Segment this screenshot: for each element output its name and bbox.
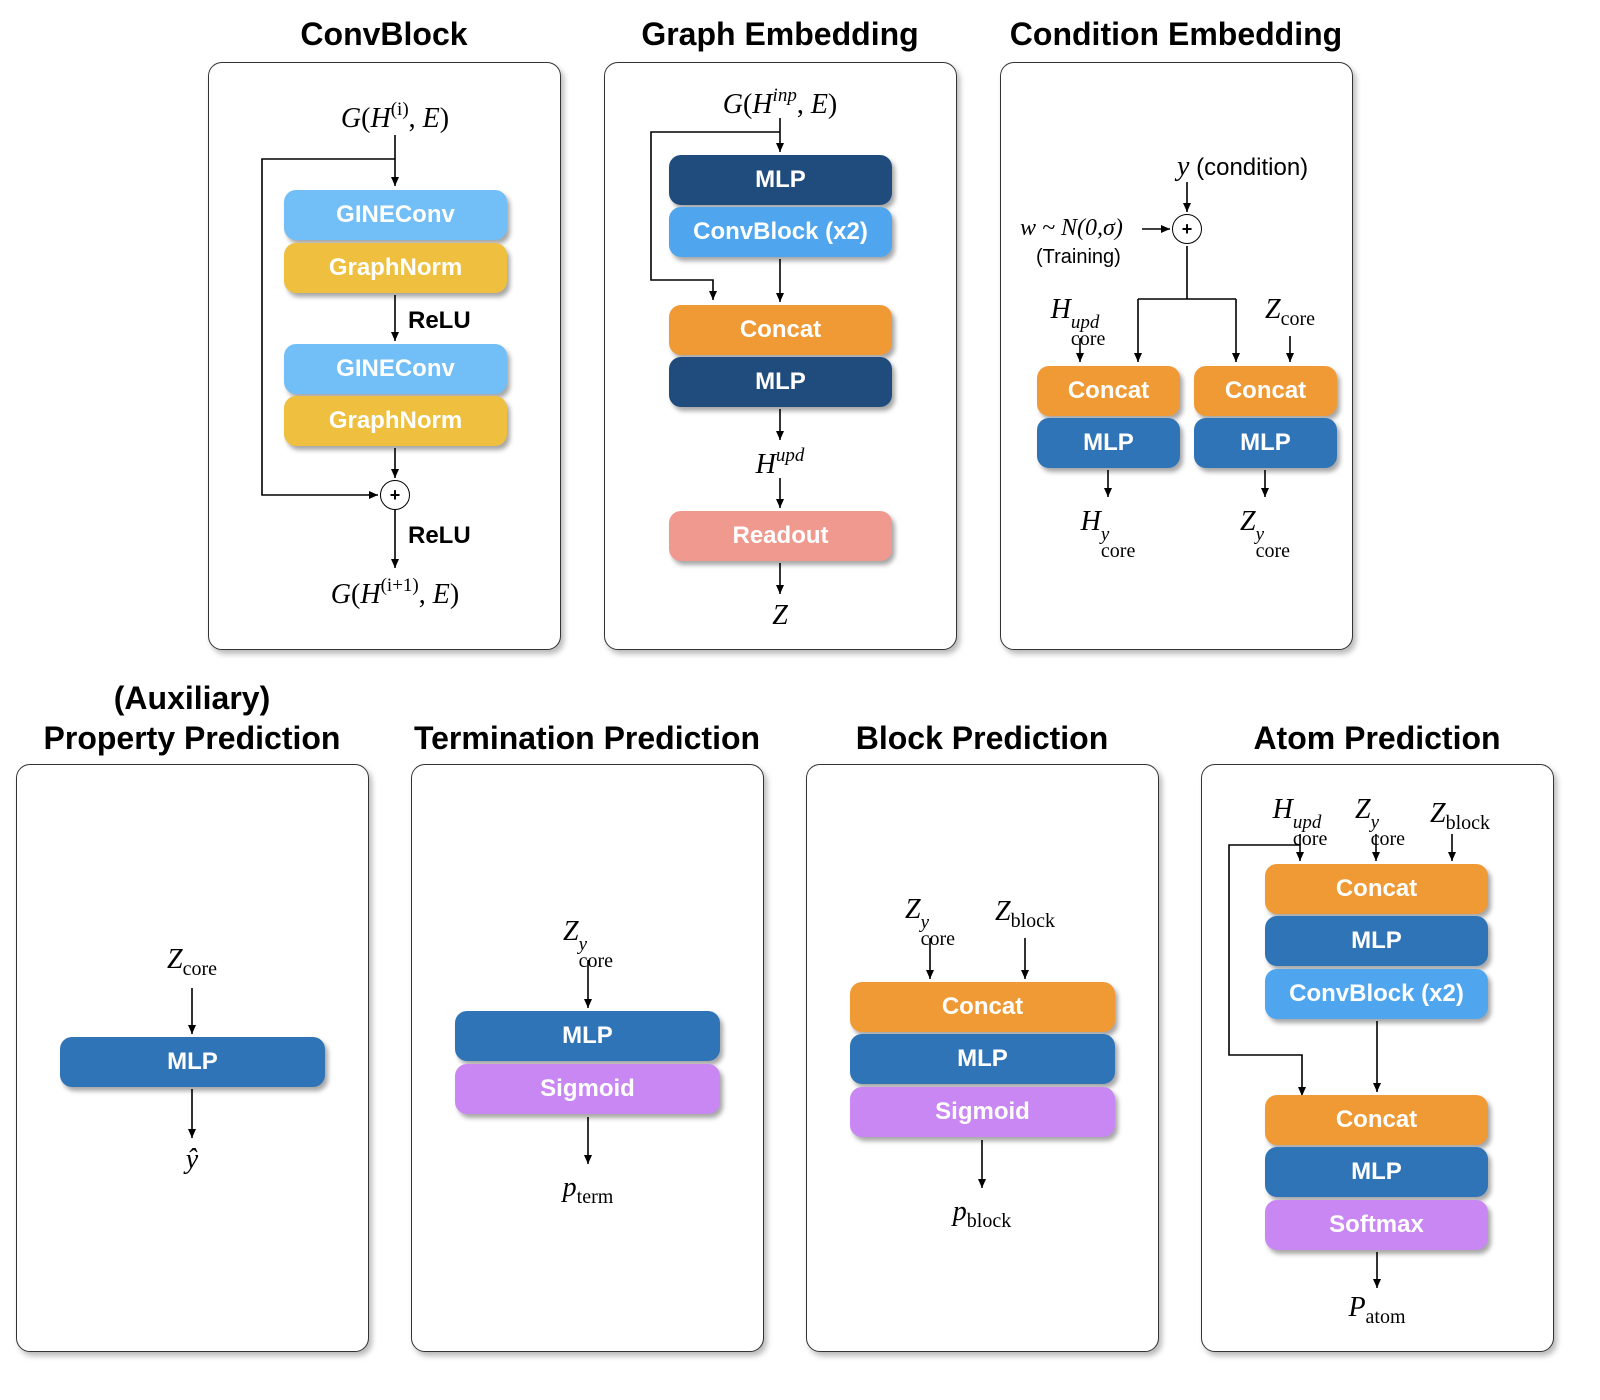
property-output-yhat: ŷ	[185, 1144, 199, 1175]
atom-mlp-1: MLP	[1265, 916, 1488, 966]
condition-concat-left: Concat	[1037, 366, 1180, 416]
graph-embedding-title: Graph Embedding	[641, 16, 919, 52]
graph-embedding-mlp-1: MLP	[669, 155, 892, 205]
termination-sigmoid: Sigmoid	[455, 1064, 720, 1114]
block-zblock-label: Zblock	[994, 896, 1056, 932]
graph-embedding-input-label: G(Hinp, E)	[722, 85, 838, 120]
condition-sum-node: +	[1172, 214, 1202, 244]
atom-concat-2: Concat	[1265, 1095, 1488, 1145]
property-prediction-title-line2: Property Prediction	[43, 720, 341, 756]
graph-embedding-mlp-2: MLP	[669, 357, 892, 407]
condition-mlp-left: MLP	[1037, 418, 1180, 468]
convblock-graphnorm-2: GraphNorm	[284, 396, 507, 446]
convblock-gineconv-2: GINEConv	[284, 344, 507, 394]
block-mlp: MLP	[850, 1034, 1115, 1084]
condition-training-label: (Training)	[1036, 246, 1121, 268]
condition-noise-label: w ~ N(0,σ)	[1020, 215, 1123, 241]
block-prediction-title: Block Prediction	[855, 720, 1109, 756]
graph-embedding-concat: Concat	[669, 305, 892, 355]
atom-mlp-2: MLP	[1265, 1147, 1488, 1197]
convblock-input-label: G(H(i), E)	[340, 99, 450, 134]
condition-embedding-panel	[1000, 62, 1353, 650]
condition-y-label: y (condition)	[1177, 151, 1309, 182]
block-sigmoid: Sigmoid	[850, 1087, 1115, 1137]
atom-skip-connection	[1228, 844, 1306, 1096]
atom-zblock-label: Zblock	[1429, 798, 1491, 834]
graph-embedding-hupd-label: Hupd	[755, 445, 805, 480]
block-output-pblock: pblock	[952, 1196, 1012, 1232]
graph-embedding-convblock: ConvBlock (x2)	[669, 207, 892, 257]
graph-embedding-skip-connection	[650, 131, 780, 300]
convblock-graphnorm-1: GraphNorm	[284, 243, 507, 293]
convblock-output-label: G(H(i+1), E)	[330, 575, 460, 610]
termination-mlp: MLP	[455, 1011, 720, 1061]
condition-concat-right: Concat	[1194, 366, 1337, 416]
atom-output-patom: Patom	[1348, 1292, 1406, 1328]
convblock-skip-connection	[261, 158, 395, 499]
convblock-gineconv-1: GINEConv	[284, 190, 507, 240]
atom-concat-1: Concat	[1265, 864, 1488, 914]
condition-embedding-title: Condition Embedding	[1009, 16, 1343, 52]
property-prediction-title-line1: (Auxiliary)	[113, 680, 271, 716]
graph-embedding-readout: Readout	[669, 511, 892, 561]
atom-softmax: Softmax	[1265, 1200, 1488, 1250]
convblock-title: ConvBlock	[300, 16, 468, 52]
property-zcore-label: Zcore	[167, 944, 217, 980]
convblock-sum-node: +	[380, 480, 410, 510]
termination-output-pterm: pterm	[562, 1172, 614, 1208]
atom-prediction-title: Atom Prediction	[1253, 720, 1501, 756]
convblock-relu-label-1: ReLU	[408, 307, 471, 334]
termination-prediction-title: Termination Prediction	[413, 720, 761, 756]
convblock-relu-label-2: ReLU	[408, 522, 471, 549]
graph-embedding-output-z: Z	[772, 600, 788, 631]
property-mlp: MLP	[60, 1037, 325, 1087]
condition-zcore-label: Zcore	[1265, 294, 1315, 330]
condition-mlp-right: MLP	[1194, 418, 1337, 468]
atom-convblock: ConvBlock (x2)	[1265, 969, 1488, 1019]
block-concat: Concat	[850, 982, 1115, 1032]
